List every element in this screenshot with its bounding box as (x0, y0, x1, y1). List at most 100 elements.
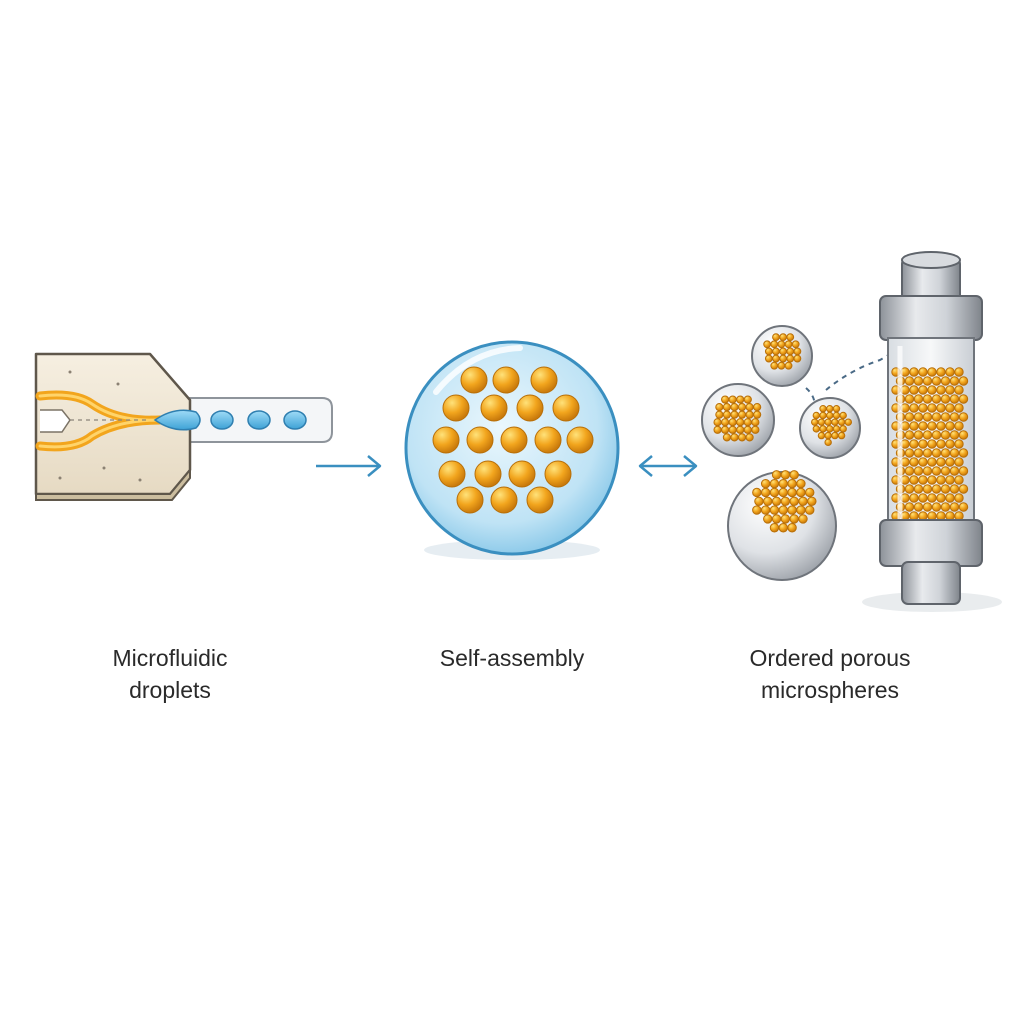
particle (839, 411, 847, 420)
particle (819, 425, 827, 433)
particle (786, 347, 795, 356)
droplet (210, 410, 234, 430)
particle (913, 484, 924, 494)
particle (752, 505, 762, 515)
particle (796, 478, 806, 489)
packed-column-icon (862, 251, 1002, 612)
particle (811, 418, 819, 426)
particle (736, 425, 745, 434)
particle (745, 410, 754, 419)
particle (713, 418, 722, 427)
particle (771, 514, 782, 524)
particle (789, 470, 799, 480)
particle (736, 395, 745, 404)
particle (958, 484, 969, 494)
particle (832, 405, 841, 413)
particle (728, 425, 737, 434)
particle (730, 410, 739, 419)
particle (945, 403, 955, 413)
particle (817, 418, 826, 426)
particle (753, 410, 762, 419)
particle (940, 502, 951, 512)
particle (909, 385, 919, 395)
particle (784, 340, 793, 349)
particle (922, 412, 933, 422)
step-label-line: microspheres (760, 677, 900, 703)
particle (713, 425, 722, 434)
particle (743, 418, 752, 427)
particle (936, 457, 946, 467)
particle (796, 487, 806, 498)
particle (722, 433, 732, 442)
particle (745, 433, 754, 442)
step-label-ordered-porous-microspheres: Ordered porous microspheres (710, 642, 950, 706)
particle (480, 394, 508, 422)
particle (743, 425, 752, 434)
particle (913, 502, 924, 512)
particle (772, 354, 780, 363)
particle (918, 439, 928, 449)
arrow-double-icon (638, 455, 698, 477)
particle (904, 448, 915, 458)
particle (745, 403, 754, 412)
particle (958, 376, 969, 386)
particle (796, 505, 806, 515)
particle (786, 333, 795, 342)
particle (534, 426, 562, 454)
particle (940, 412, 951, 422)
particle (490, 486, 518, 514)
particle (909, 457, 919, 467)
particle (909, 439, 919, 449)
particle (817, 431, 826, 440)
particle (931, 448, 942, 458)
particle (909, 367, 919, 377)
particle (715, 403, 724, 412)
particle (904, 466, 915, 476)
particle (832, 425, 841, 433)
particle (798, 496, 808, 506)
particle (771, 496, 782, 506)
particle (824, 431, 832, 440)
particle (780, 514, 791, 524)
particle (819, 411, 827, 420)
particle (728, 418, 737, 427)
particle (904, 412, 915, 422)
droplet (283, 410, 307, 430)
particle (784, 361, 793, 370)
particle (913, 394, 924, 404)
particle (940, 376, 951, 386)
particle (771, 470, 782, 480)
particle (913, 376, 924, 386)
particle (958, 502, 969, 512)
particle (508, 460, 536, 488)
particle (958, 466, 969, 476)
assembled-droplet-icon (404, 340, 620, 560)
particle (918, 403, 928, 413)
particle (909, 475, 919, 485)
pore-particles (713, 333, 853, 533)
particle (918, 475, 928, 485)
particle (432, 426, 460, 454)
particle (737, 433, 747, 442)
particle (824, 418, 832, 426)
particle (552, 394, 580, 422)
particle (922, 484, 933, 494)
particle (793, 354, 802, 363)
particle (927, 367, 937, 377)
particle (927, 511, 937, 521)
particle (936, 385, 946, 395)
particle (940, 448, 951, 458)
particle (780, 496, 791, 506)
particle (918, 457, 928, 467)
particle (945, 421, 955, 431)
step-label-line: Ordered porous (749, 645, 911, 671)
particle (442, 394, 470, 422)
particle (949, 502, 960, 512)
particle (743, 395, 752, 404)
particle (793, 347, 802, 356)
particle (936, 421, 946, 431)
particle (949, 466, 960, 476)
particle (754, 496, 764, 506)
step-label-line: Microfluidic (112, 645, 228, 671)
particle (812, 411, 821, 420)
